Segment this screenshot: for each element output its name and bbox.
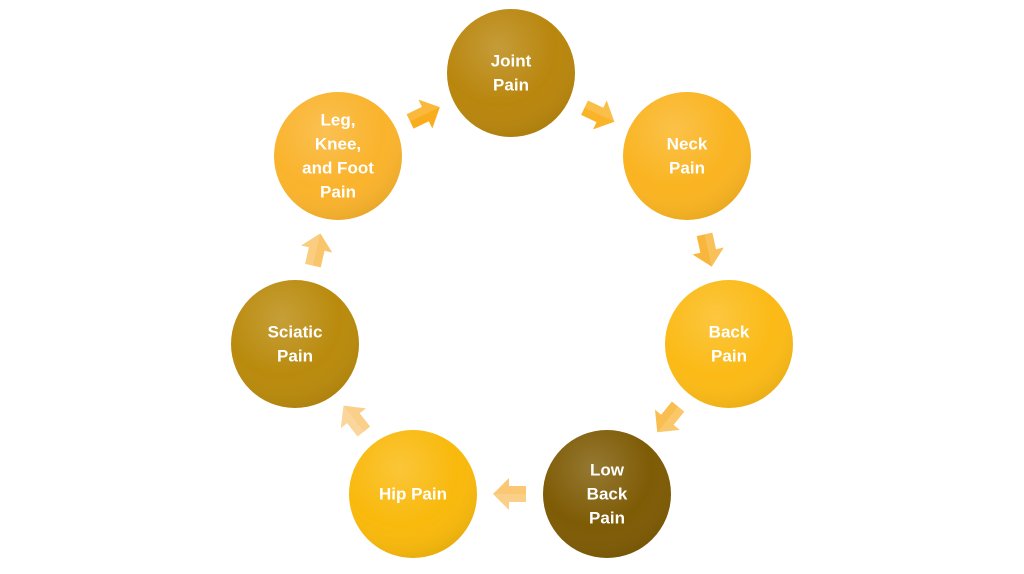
cycle-arrow-back-to-low-back xyxy=(654,401,685,433)
arrow-highlight xyxy=(340,405,364,437)
arrow-highlight xyxy=(493,494,526,510)
node-shading xyxy=(623,92,751,220)
cycle-arrow-leg-knee-foot-to-joint xyxy=(406,99,440,129)
node-label-line: Pain xyxy=(277,347,313,366)
arrow-highlight xyxy=(584,100,615,122)
node-label-line: Low xyxy=(590,461,625,480)
cycle-arrow-sciatic-to-leg-knee-foot xyxy=(301,233,333,268)
node-shading xyxy=(665,280,793,408)
cycle-arrow-joint-to-neck xyxy=(581,100,615,130)
node-label-line: and Foot xyxy=(302,159,374,178)
node-shading xyxy=(543,430,671,558)
arrow-highlight xyxy=(301,233,321,266)
node-label-line: Pain xyxy=(493,76,529,95)
arrow-shape xyxy=(340,405,371,437)
arrow-shape xyxy=(301,233,333,268)
cycle-arrow-hip-to-sciatic xyxy=(340,405,371,437)
arrow-shape xyxy=(406,99,440,129)
arrow-shape xyxy=(493,478,526,510)
arrow-shape xyxy=(654,401,685,433)
arrow-shape xyxy=(581,100,615,130)
node-label-line: Back xyxy=(709,323,750,342)
node-label-line: Pain xyxy=(589,509,625,528)
cycle-arrows xyxy=(301,99,724,510)
node-shading xyxy=(274,92,402,220)
node-label-line: Pain xyxy=(320,183,356,202)
arrow-highlight xyxy=(704,232,724,267)
node-shading xyxy=(447,9,575,137)
node-label-line: Hip Pain xyxy=(379,485,447,504)
node-label-line: Back xyxy=(587,485,628,504)
arrow-highlight xyxy=(406,99,440,122)
node-hip: Hip Pain xyxy=(349,430,477,558)
cycle-arrow-neck-to-back xyxy=(692,232,724,267)
cycle-nodes: JointPainNeckPainBackPainLowBackPainHip … xyxy=(231,9,793,558)
node-label-line: Neck xyxy=(667,135,708,154)
node-label-line: Sciatic xyxy=(268,323,323,342)
node-label-line: Leg, xyxy=(321,111,356,130)
node-label-line: Pain xyxy=(669,159,705,178)
node-shading xyxy=(349,430,477,558)
arrow-highlight xyxy=(657,406,685,433)
node-label-line: Joint xyxy=(491,52,532,71)
node-shading xyxy=(231,280,359,408)
node-label-line: Pain xyxy=(711,347,747,366)
arrow-shape xyxy=(692,232,724,267)
cycle-arrow-low-back-to-hip xyxy=(493,478,526,510)
node-label-line: Knee, xyxy=(315,135,361,154)
